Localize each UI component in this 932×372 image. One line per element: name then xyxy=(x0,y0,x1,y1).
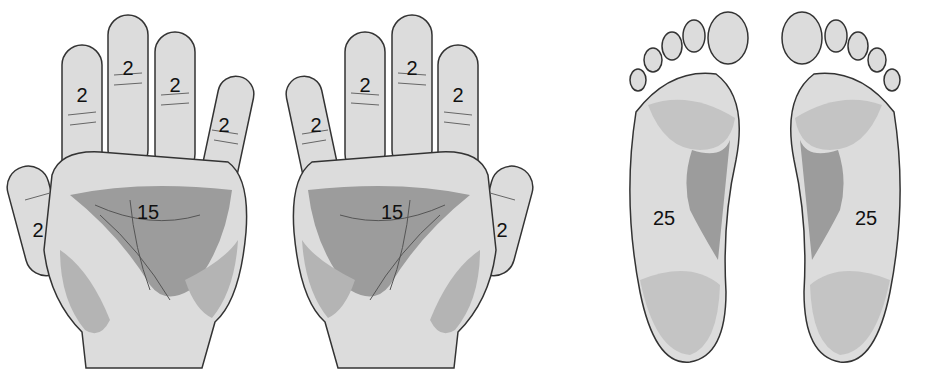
callout-number: 2 xyxy=(452,85,463,105)
callout-number: 2 xyxy=(76,85,87,105)
callout-number: 2 xyxy=(32,220,43,240)
callout-number: 2 xyxy=(406,58,417,78)
callout-number: 2 xyxy=(169,75,180,95)
callout-number: 2 xyxy=(122,58,133,78)
callout-number: 2 xyxy=(218,115,229,135)
callout-number: 25 xyxy=(855,208,877,228)
left-foot xyxy=(630,12,748,362)
callout-number: 15 xyxy=(381,202,403,222)
callout-number: 2 xyxy=(310,115,321,135)
callout-number: 25 xyxy=(653,208,675,228)
callout-number: 2 xyxy=(496,220,507,240)
right-foot xyxy=(782,12,900,362)
right-hand xyxy=(283,15,538,368)
callout-number: 2 xyxy=(359,75,370,95)
callout-number: 15 xyxy=(137,202,159,222)
left-hand xyxy=(2,15,257,368)
